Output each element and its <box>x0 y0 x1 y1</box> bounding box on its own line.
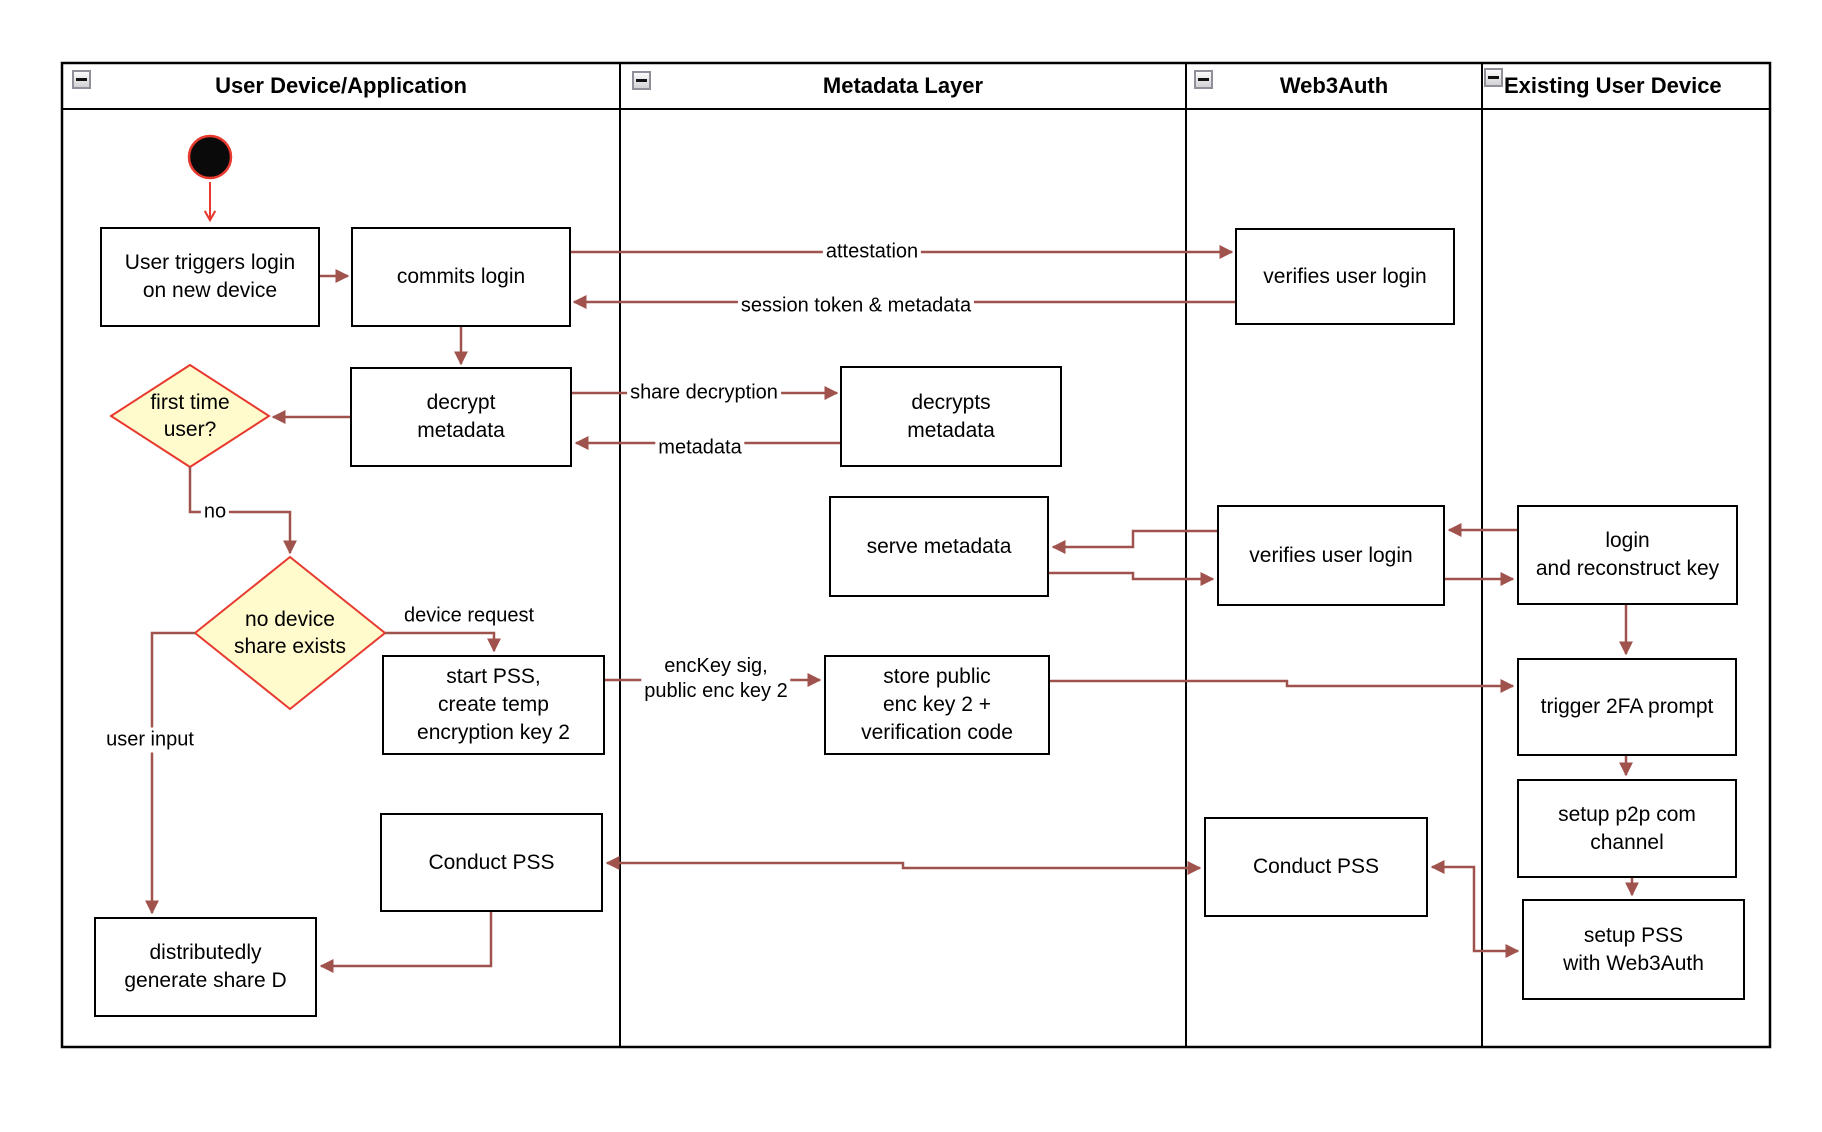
decision-line: first time <box>150 390 230 414</box>
edge-label-enckey: encKey sig, public enc key 2 <box>641 654 791 704</box>
edge-label-metadata: metadata <box>655 435 745 461</box>
minus-icon <box>636 79 647 82</box>
node-line: decrypt <box>426 391 496 415</box>
minus-icon <box>1198 78 1209 81</box>
node-line: with Web3Auth <box>1563 951 1704 975</box>
node-line: decrypts <box>911 390 991 414</box>
edge-conductpss-setuppss <box>1430 860 1520 958</box>
lane-title-existing-user-device: Existing User Device <box>1504 73 1722 98</box>
decision-no-device-share <box>193 555 387 711</box>
node-line: metadata <box>907 418 995 442</box>
node-line: Conduct PSS <box>428 850 555 874</box>
node-line: channel <box>1590 830 1664 854</box>
node-line: verifies user login <box>1263 264 1427 288</box>
node-line: create temp <box>438 693 549 717</box>
node-line: commits login <box>396 265 526 289</box>
edge-conductpss-long <box>605 856 1202 875</box>
node-line: trigger 2FA prompt <box>1540 695 1714 719</box>
node-login-reconstruct-key: login and reconstruct key <box>1517 505 1738 605</box>
node-line: login <box>1605 529 1650 553</box>
start-node <box>187 134 233 180</box>
decision-line: no device <box>245 607 335 631</box>
node-store-public-enc-key: store public enc key 2 + verification co… <box>824 655 1050 755</box>
node-line: serve metadata <box>866 534 1012 558</box>
node-line: on new device <box>142 279 278 302</box>
node-decrypt-metadata: decrypt metadata <box>350 367 572 467</box>
decision-line: user? <box>163 418 217 441</box>
minus-icon <box>76 78 87 81</box>
node-verifies-user-login-1: verifies user login <box>1235 228 1455 325</box>
node-line: Conduct PSS <box>1252 855 1380 879</box>
node-start-pss: start PSS, create temp encryption key 2 <box>382 655 605 755</box>
edge-label-attestation: attestation <box>822 239 922 265</box>
edge-serve-to-verifies2 <box>1049 571 1215 586</box>
node-decrypts-metadata: decrypts metadata <box>840 366 1062 467</box>
lane4-collapse-icon[interactable] <box>1484 68 1503 87</box>
node-line: distributedly <box>149 941 262 965</box>
node-trigger-2fa-prompt: trigger 2FA prompt <box>1517 658 1737 756</box>
node-line: enc key 2 + <box>883 693 991 717</box>
edge-label-session-token: session token & metadata <box>737 293 975 319</box>
node-verifies-user-login-2: verifies user login <box>1217 505 1445 606</box>
lane2-collapse-icon[interactable] <box>632 71 651 90</box>
edge-verifies2-to-serve <box>1051 529 1217 554</box>
node-setup-pss-web3auth: setup PSS with Web3Auth <box>1522 899 1745 1000</box>
node-line: generate share D <box>124 969 287 992</box>
lane-title-metadata-layer: Metadata Layer <box>822 73 984 98</box>
node-conduct-pss-user: Conduct PSS <box>380 813 603 912</box>
decision-line: share exists <box>233 635 347 658</box>
decision-first-time-user-label: first time user? <box>111 378 269 454</box>
node-user-triggers-login: User triggers login on new device <box>100 227 320 327</box>
node-line: setup PSS <box>1583 923 1684 947</box>
edge-user-input <box>145 631 195 915</box>
edge-store-to-trigger2fa <box>1050 679 1515 693</box>
decision-no-device-share-label: no device share exists <box>195 595 385 671</box>
lane3-collapse-icon[interactable] <box>1194 70 1213 89</box>
node-commits-login: commits login <box>351 227 571 327</box>
node-line: User triggers login <box>124 251 296 275</box>
node-line: and reconstruct key <box>1535 557 1720 580</box>
node-line: verification code <box>861 720 1013 744</box>
minus-icon <box>1488 76 1499 79</box>
edge-label-device-request: device request <box>400 603 538 629</box>
edge-label-line: encKey sig, <box>664 655 768 677</box>
node-generate-share-d: distributedly generate share D <box>94 917 317 1017</box>
edge-conduct-to-generate <box>319 912 493 973</box>
edge-label-line: public enc key 2 <box>644 680 788 702</box>
node-line: setup p2p com <box>1558 802 1696 826</box>
lane-title-user-device: User Device/Application <box>215 73 467 98</box>
edge-label-share-decryption: share decryption <box>627 380 781 406</box>
node-setup-p2p-channel: setup p2p com channel <box>1517 779 1737 878</box>
edge-device-request <box>385 631 501 653</box>
node-line: metadata <box>417 419 505 442</box>
edge-no-branch <box>188 467 297 555</box>
edge-label-no: no <box>200 499 230 525</box>
node-line: store public <box>883 665 991 689</box>
node-line: verifies user login <box>1249 543 1413 567</box>
node-line: encryption key 2 <box>417 720 570 744</box>
edge-label-user-input: user input <box>103 727 197 753</box>
node-conduct-pss-web3auth: Conduct PSS <box>1204 817 1428 917</box>
lane-title-web3auth: Web3Auth <box>1279 73 1389 98</box>
node-serve-metadata: serve metadata <box>829 496 1049 597</box>
node-line: start PSS, <box>446 665 541 689</box>
lane1-collapse-icon[interactable] <box>72 70 91 89</box>
